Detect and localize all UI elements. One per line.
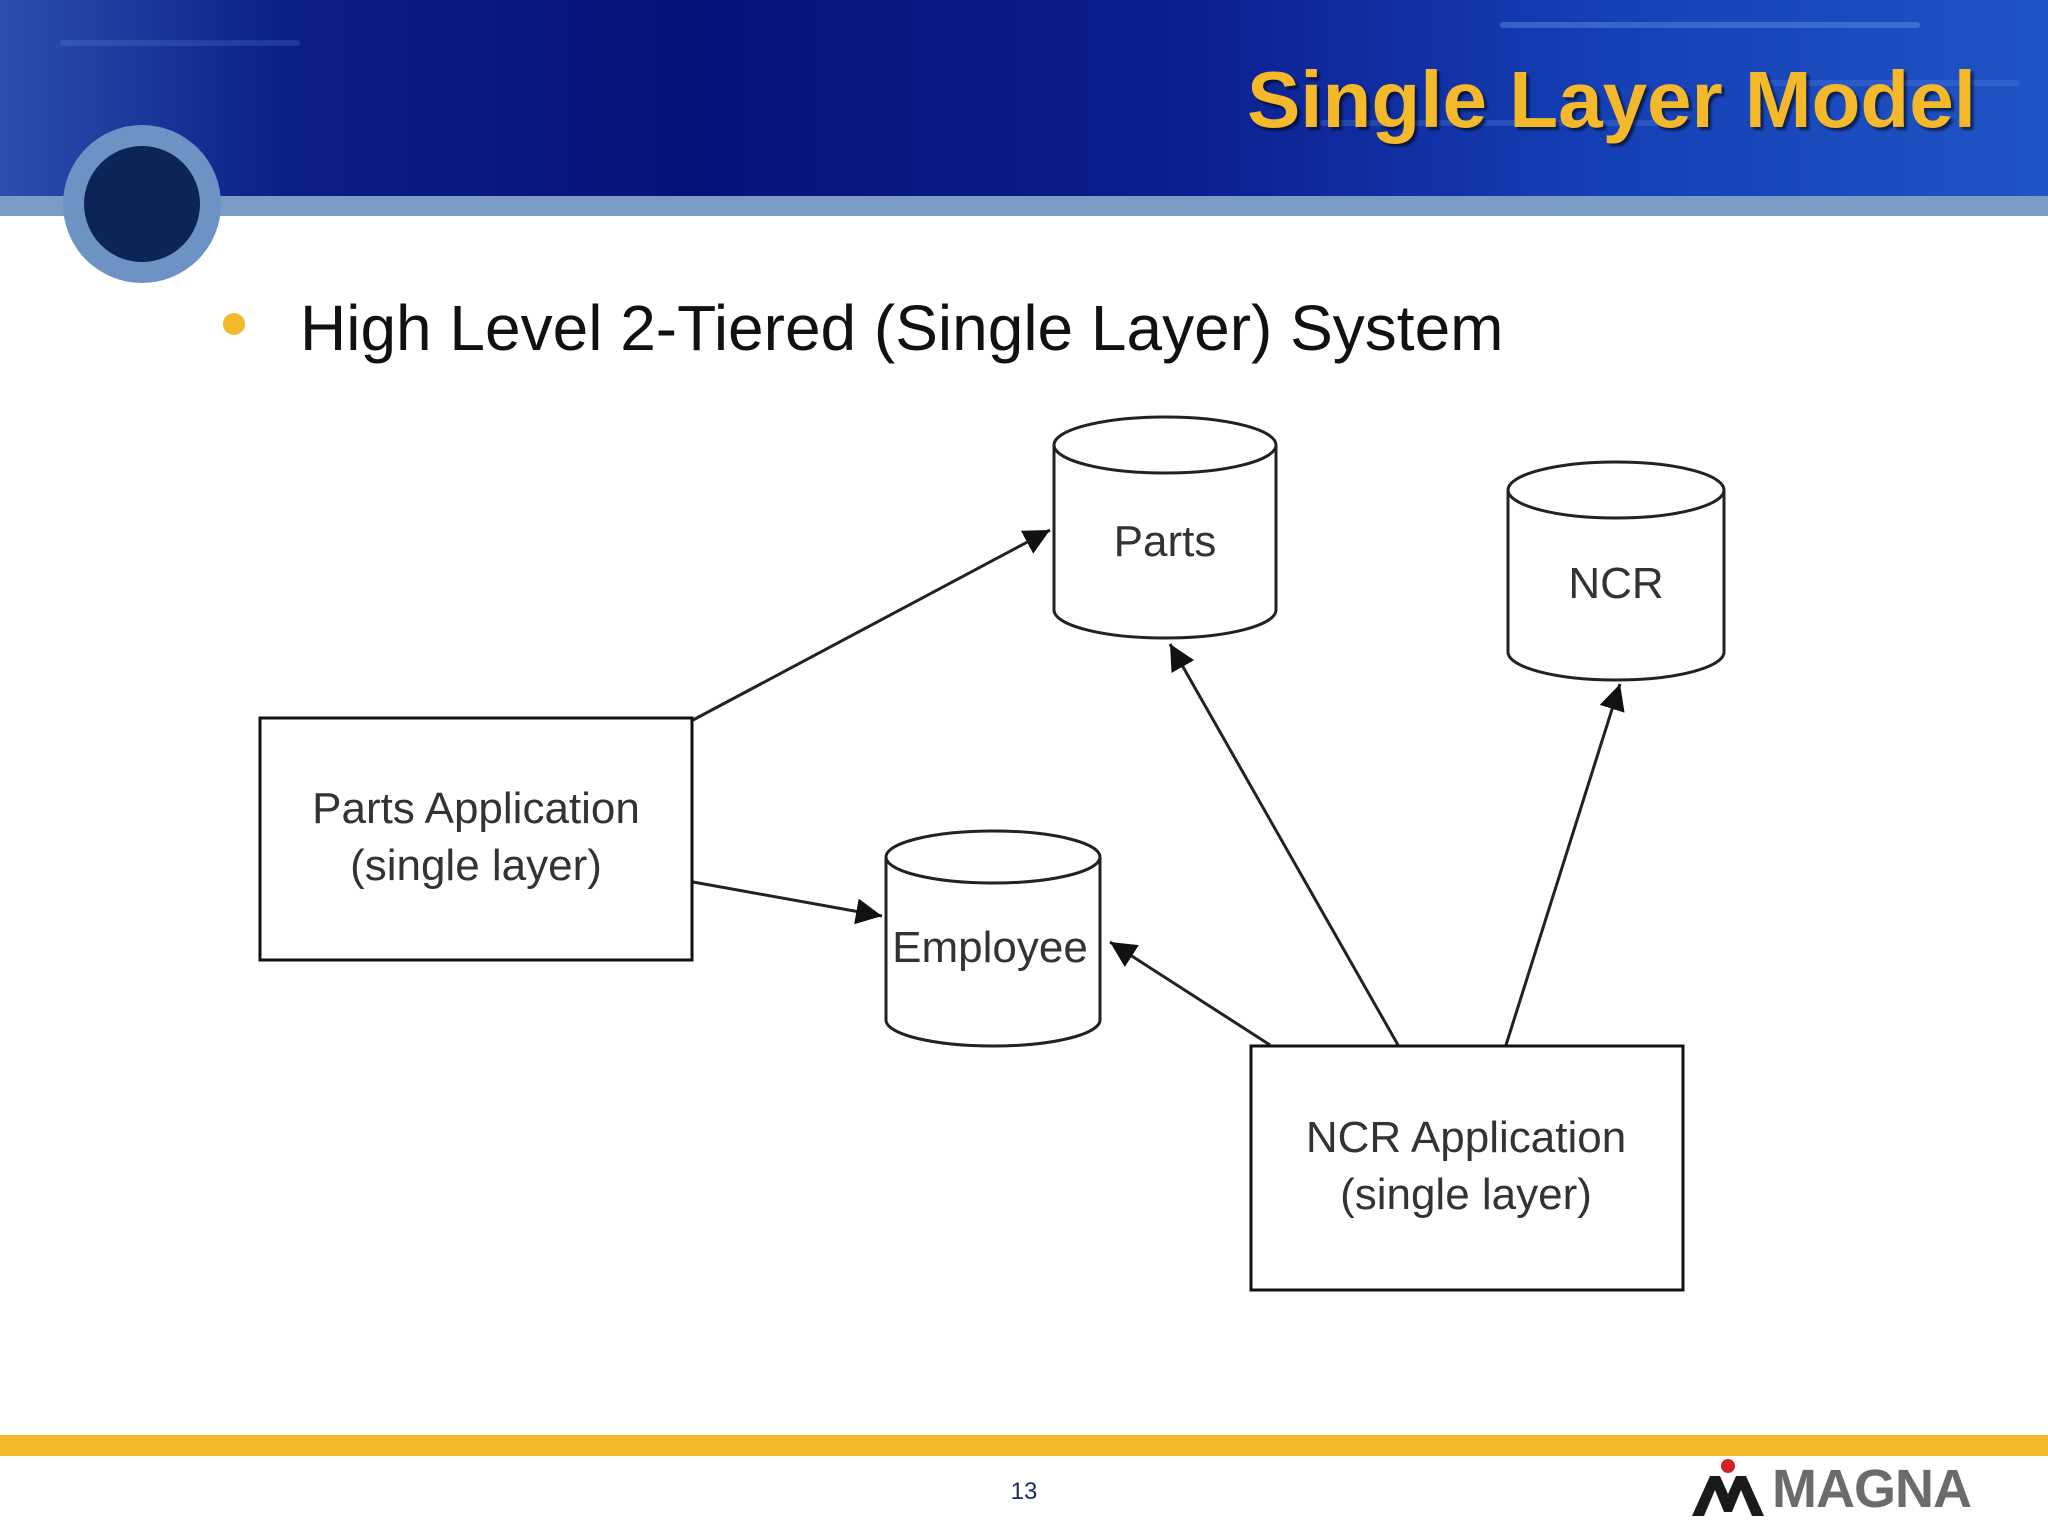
decorative-circle-inner [84,146,200,262]
edge-parts-app-to-employee-db [692,880,883,925]
ncr-application-box: NCR Application (single layer) [1249,1044,1685,1292]
bullet-icon [223,313,245,335]
magna-logo-icon [1692,1459,1764,1516]
header-banner [0,0,2048,196]
footer-bar [0,1435,2048,1456]
database-parts: Parts [1052,415,1278,640]
parts-application-box: Parts Application (single layer) [258,716,694,962]
header-band [0,196,2048,216]
bullet-text: High Level 2-Tiered (Single Layer) Syste… [300,292,1504,364]
page-number: 13 [1010,1478,1038,1505]
magna-logo: MAGNA [1686,1458,1976,1520]
database-employee-label: Employee [892,923,1088,972]
magna-logo-text: MAGNA [1772,1459,1972,1519]
slide-title: Single Layer Model [1246,55,1976,144]
parts-application-line1: Parts Application [312,784,640,833]
database-ncr-label: NCR [1568,559,1663,608]
database-parts-label: Parts [1114,517,1217,566]
edge-ncr-app-to-parts-db [1168,643,1400,1046]
database-ncr: NCR [1506,460,1726,682]
diagram-edges [692,528,1625,1047]
parts-application-line2: (single layer) [350,841,602,890]
edge-parts-app-to-parts-db [692,528,1051,722]
database-employee: Employee [884,829,1102,1048]
ncr-application-line2: (single layer) [1340,1170,1592,1219]
edge-ncr-app-to-ncr-db [1504,683,1625,1046]
edge-ncr-app-to-employee-db [1109,940,1271,1047]
ncr-application-line1: NCR Application [1306,1113,1626,1162]
